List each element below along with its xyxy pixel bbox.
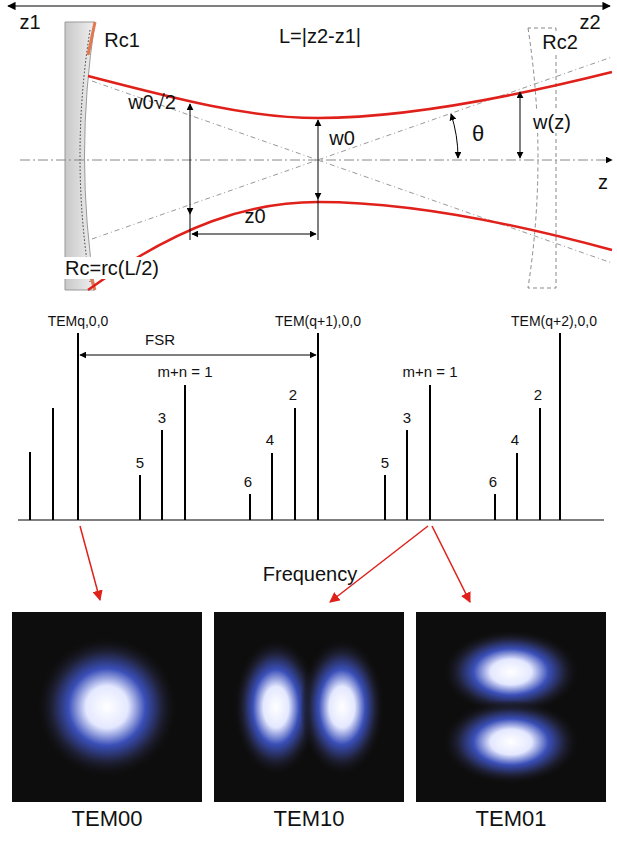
mirror-beam-edge [86, 22, 95, 290]
label: 5 [379, 455, 391, 472]
dimension-arrow [520, 92, 521, 158]
pointer-arrow [80, 526, 100, 600]
mode-image: TEM01 [416, 612, 606, 832]
fsr-arrow [80, 355, 316, 356]
label: 5 [134, 455, 146, 472]
angle-arc [451, 114, 458, 158]
label: z [596, 171, 610, 193]
spectral-lines [30, 333, 560, 520]
mode-image: TEM10 [214, 612, 404, 832]
label: 2 [532, 387, 544, 404]
label: Rc=rc(L/2) [63, 257, 161, 279]
mirror-surface [80, 30, 90, 282]
mode-profile [416, 612, 606, 802]
label: L=|z2-z1| [277, 25, 363, 47]
extension-line [318, 199, 319, 240]
label: w0 [327, 127, 357, 149]
asymptote [92, 81, 612, 263]
mode-name: TEM00 [12, 806, 202, 832]
label: TEMq,0,0 [46, 314, 111, 329]
label: Rc2 [540, 31, 580, 53]
mode-profile [214, 612, 404, 802]
mode-name: TEM10 [214, 806, 404, 832]
right-mirror [528, 28, 556, 288]
dimension-arrow [318, 120, 319, 199]
label: FSR [143, 332, 177, 349]
beam-envelope [88, 202, 612, 290]
pointer-arrow [432, 526, 470, 602]
length-arrow [8, 5, 610, 6]
label: 6 [242, 474, 254, 491]
label: Rc1 [102, 29, 142, 51]
optical-axis [20, 160, 612, 161]
label: w0√2 [126, 91, 178, 113]
label: 3 [156, 410, 168, 427]
label: 3 [401, 410, 413, 427]
label: TEM(q+2),0,0 [509, 314, 599, 329]
dimension-arrow [190, 104, 191, 214]
label: Frequency [261, 563, 360, 585]
label: 6 [487, 474, 499, 491]
label: θ [470, 122, 486, 146]
label: 4 [509, 432, 521, 449]
label: w(z) [531, 111, 573, 133]
label: z1 [17, 11, 42, 33]
asymptote [92, 57, 612, 239]
label: m+n = 1 [400, 364, 459, 381]
mode-name: TEM01 [416, 806, 606, 832]
label: z2 [577, 11, 602, 33]
label: 4 [264, 432, 276, 449]
mode-profile [12, 612, 202, 802]
mode-image: TEM00 [12, 612, 202, 832]
label: 2 [287, 387, 299, 404]
dimension-arrow [192, 234, 316, 235]
label: z0 [242, 205, 267, 227]
left-mirror [65, 22, 95, 290]
extension-line [190, 214, 191, 240]
label: m+n = 1 [155, 364, 214, 381]
label: TEM(q+1),0,0 [273, 314, 363, 329]
